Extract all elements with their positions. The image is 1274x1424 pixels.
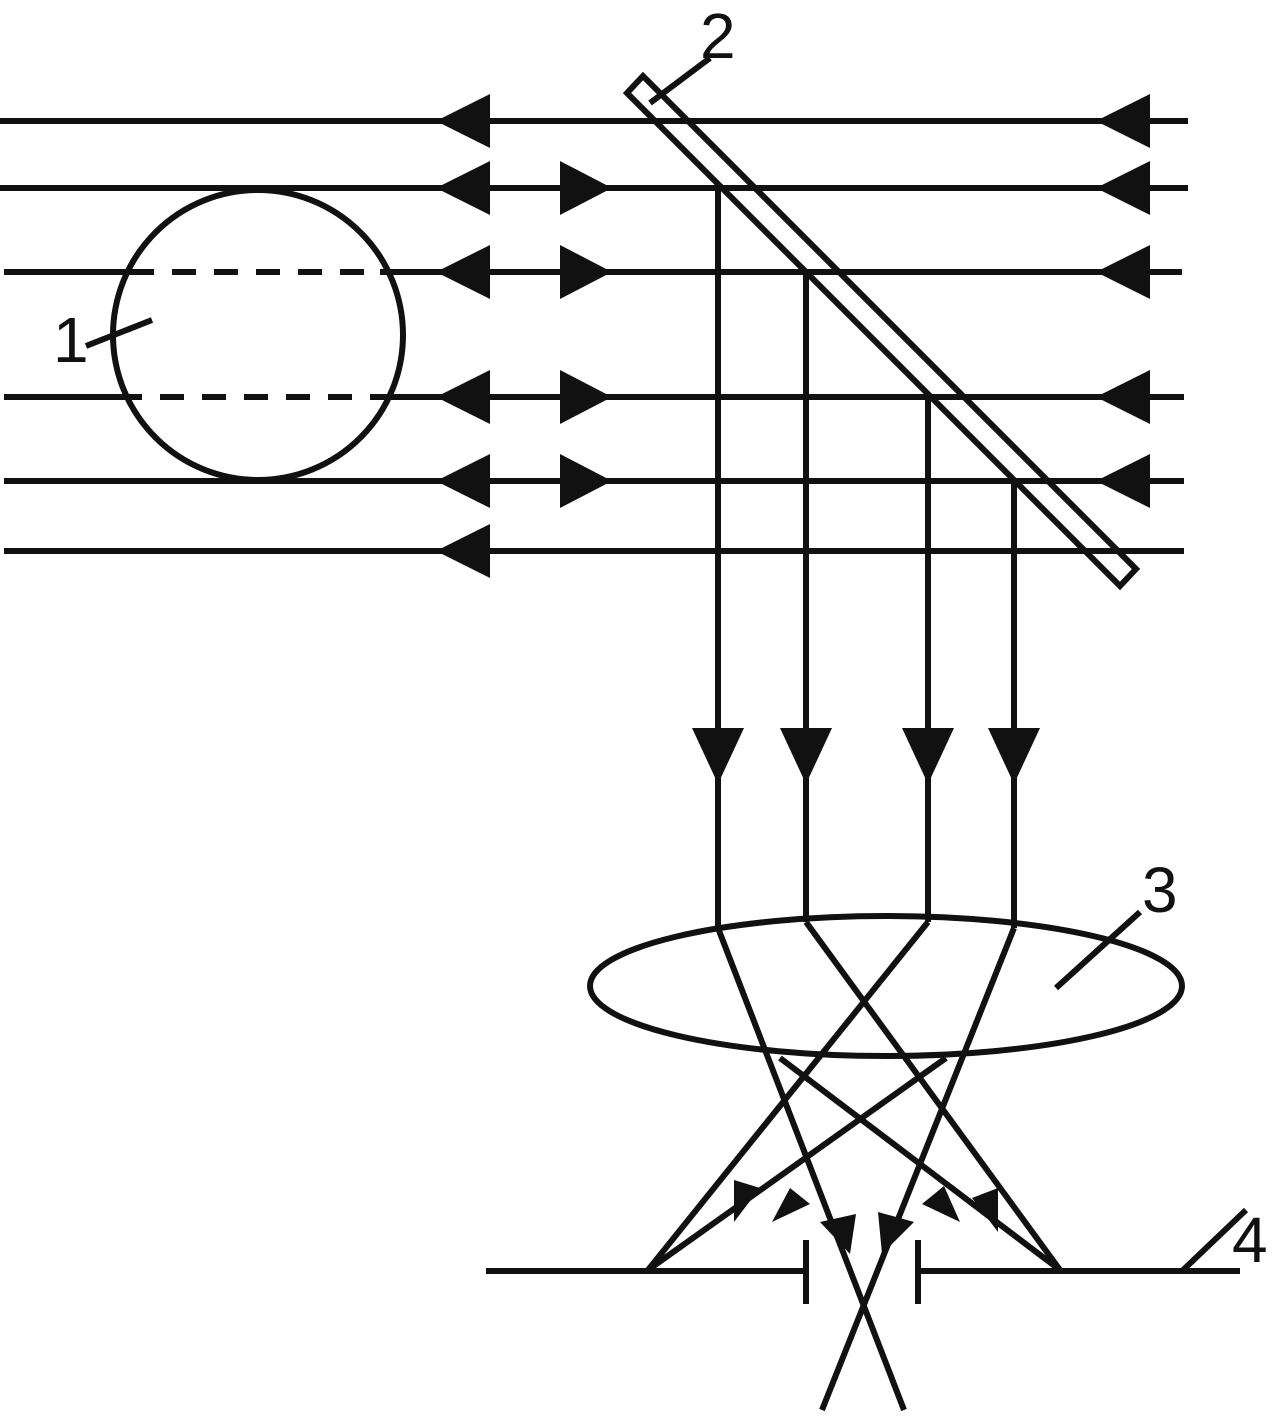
arrow-left-row-5 <box>436 454 490 508</box>
ray-6-to-left <box>646 1055 948 1273</box>
arrow-left-far-row-3 <box>1096 245 1150 299</box>
lens-leader-line <box>1053 909 1143 991</box>
detector-leader-line <box>1179 1207 1249 1274</box>
detector-plane <box>486 1240 1240 1304</box>
ray-arrows <box>734 1180 998 1254</box>
arrow-down-4 <box>988 728 1040 784</box>
left-arrows-near <box>436 94 490 578</box>
arrow-right-row-4 <box>560 370 612 424</box>
arrow-left-row-1 <box>436 94 490 148</box>
arrow-ray-right-outer <box>972 1188 998 1232</box>
ray-3-to-left <box>645 920 931 1272</box>
arrow-left-far-row-1 <box>1096 94 1150 148</box>
label-lens: 3 <box>1142 854 1178 926</box>
arrow-down-2 <box>780 728 832 784</box>
ray-1-to-center <box>715 926 907 1412</box>
label-detector: 4 <box>1232 1204 1268 1276</box>
arrow-ray-center-left <box>820 1214 856 1254</box>
arrow-down-1 <box>692 728 744 784</box>
arrow-ray-center-right <box>878 1212 914 1254</box>
converging-rays <box>645 920 1063 1412</box>
arrow-ray-left-outer <box>734 1180 760 1222</box>
vertical-beams <box>715 188 1017 928</box>
label-object: 1 <box>53 304 89 376</box>
arrow-right-row-3 <box>560 245 612 299</box>
arrow-left-row-2 <box>436 161 490 215</box>
lens-ellipse <box>587 913 1185 1059</box>
object-leader-line <box>84 317 154 349</box>
horizontal-beams <box>0 118 1188 554</box>
arrow-left-row-4 <box>436 370 490 424</box>
right-arrows <box>560 161 612 508</box>
arrow-right-row-5 <box>560 454 612 508</box>
ray-2-to-right <box>803 920 1063 1272</box>
ray-5-to-right <box>778 1055 1062 1273</box>
arrow-left-far-row-4 <box>1096 370 1150 424</box>
arrow-left-row-3 <box>436 245 490 299</box>
beam-splitter-leader-line <box>648 55 712 106</box>
left-arrows-far <box>1096 94 1150 508</box>
arrow-left-far-row-5 <box>1096 454 1150 508</box>
arrow-down-3 <box>902 728 954 784</box>
label-beam-splitter: 2 <box>700 0 736 72</box>
arrow-right-row-2 <box>560 161 612 215</box>
object-circle <box>110 187 406 483</box>
arrow-ray-right-inner <box>922 1186 960 1222</box>
arrow-left-row-6 <box>436 524 490 578</box>
arrow-ray-left-inner <box>772 1188 810 1222</box>
beam-splitter-plate <box>622 71 1141 591</box>
ray-4-to-center <box>819 926 1017 1412</box>
arrow-left-far-row-2 <box>1096 161 1150 215</box>
down-arrows <box>692 728 1040 784</box>
